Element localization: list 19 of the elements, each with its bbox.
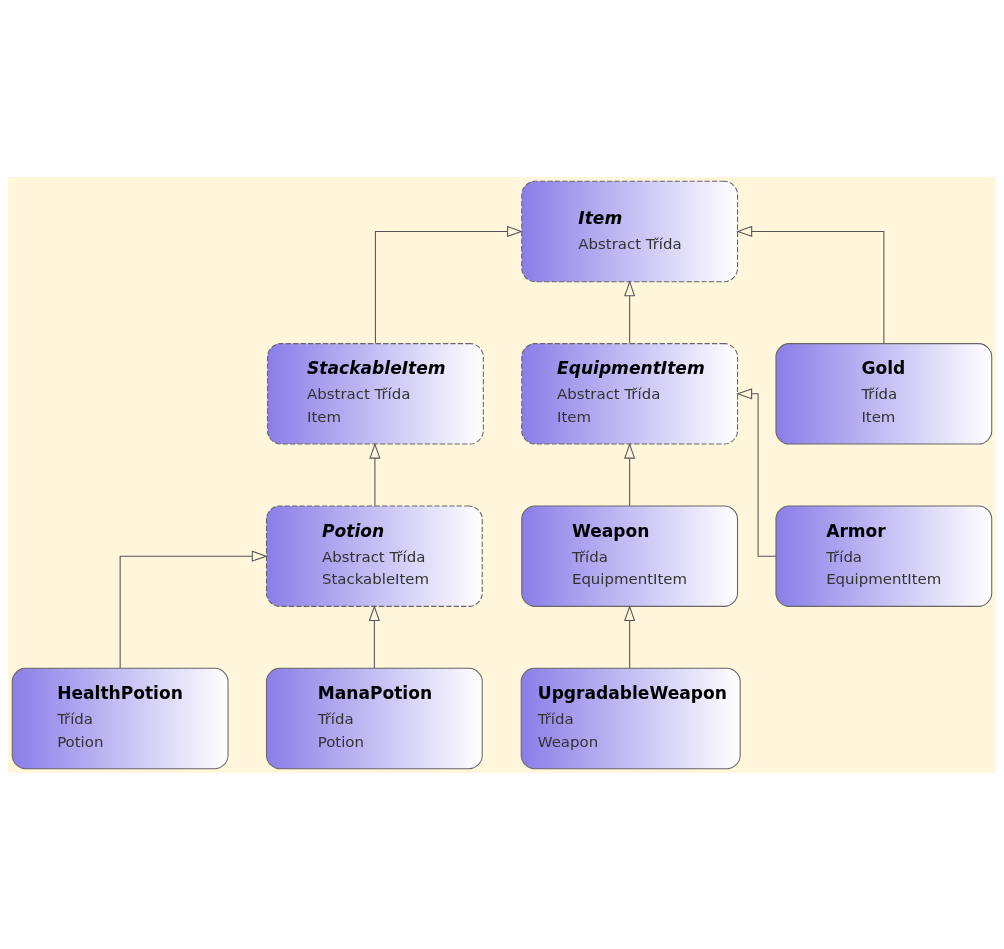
- node-box: Potion Abstract Třída StackableItem: [265, 504, 483, 607]
- node-box: StackableItem Abstract Třída Item: [267, 342, 484, 445]
- arrow: [369, 442, 381, 506]
- arrow: [368, 604, 380, 669]
- arrow: [624, 604, 636, 669]
- node-box: HealthPotion Třída Potion: [11, 667, 229, 769]
- node-box: Weapon Třída EquipmentItem: [521, 504, 739, 607]
- node-box: ManaPotion Třída Potion: [265, 667, 483, 769]
- node-box: Armor Třída EquipmentItem: [775, 504, 993, 607]
- node-box: Gold Třída Item: [775, 342, 993, 445]
- node-box: EquipmentItem Abstract Třída Item: [521, 342, 739, 445]
- arrow: [119, 550, 268, 669]
- node-box: Item Abstract Třída: [521, 180, 739, 282]
- arrow: [736, 387, 777, 557]
- node-box: UpgradableWeapon Třída Weapon: [520, 667, 741, 769]
- arrow: [624, 279, 636, 344]
- arrow: [374, 225, 524, 344]
- arrow: [736, 225, 885, 344]
- arrow: [624, 442, 636, 506]
